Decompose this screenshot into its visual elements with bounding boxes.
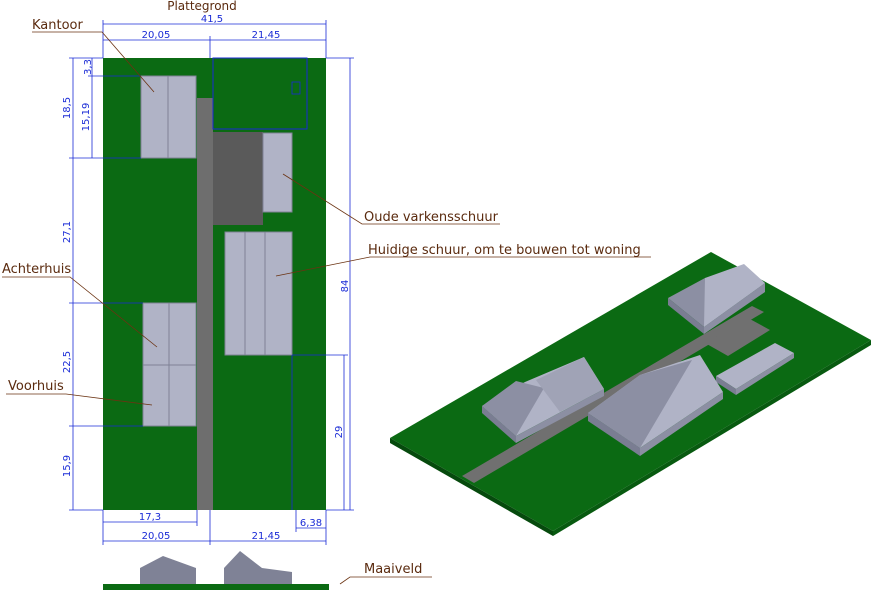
dim-top-right: 21,45 (252, 30, 281, 41)
iso-woonhuis (482, 357, 604, 443)
woonhuis-building (142, 302, 197, 427)
maaiveld-ground (103, 584, 329, 590)
yard-paving (213, 132, 263, 225)
isometric-view (390, 252, 871, 536)
driveway (197, 98, 213, 510)
plan-view: 41,5 20,05 21,45 17,3 20,05 21,45 6,38 (2, 14, 651, 545)
dim-left-22-5: 22,5 (62, 351, 73, 373)
dim-bottom-inner-right: 6,38 (300, 518, 322, 529)
dim-bottom-left: 20,05 (142, 531, 171, 542)
iso-oude-varkensschuur (716, 343, 794, 395)
dim-left-15-19: 15,19 (81, 103, 92, 132)
dim-height-total: 84 (340, 280, 351, 293)
leader-lines (2, 31, 651, 406)
dim-left-3-3: 3,3 (83, 59, 94, 75)
label-voorhuis: Voorhuis (8, 379, 64, 394)
dim-top-left: 20,05 (142, 30, 171, 41)
kantoor-building (140, 75, 197, 159)
plot-grass (103, 58, 326, 510)
section-building-left (140, 556, 196, 584)
label-achterhuis: Achterhuis (2, 262, 71, 277)
dim-left-15-9: 15,9 (62, 455, 73, 477)
left-dimensions: 3,3 15,19 18,5 27,1 22,5 15,9 (62, 57, 143, 511)
dim-total-width: 41,5 (201, 14, 223, 25)
dim-bottom-right: 21,45 (252, 531, 281, 542)
top-dimensions: 41,5 20,05 21,45 (102, 14, 327, 58)
iso-driveway (462, 306, 764, 483)
dim-bottom-inner-left: 17,3 (139, 512, 161, 523)
huidige-schuur-building (224, 231, 293, 356)
dim-left-18-5: 18,5 (62, 97, 73, 119)
selection-marker (291, 81, 301, 95)
label-maaiveld: Maaiveld (364, 562, 422, 577)
section-view: Maaiveld (103, 551, 432, 590)
selected-area-outline (212, 57, 308, 130)
dim-left-27-1: 27,1 (62, 221, 73, 243)
iso-huidige-schuur (588, 355, 723, 456)
oude-varkensschuur-building (262, 132, 293, 213)
label-kantoor: Kantoor (32, 18, 84, 33)
iso-kantoor (668, 264, 765, 334)
section-building-right (224, 551, 292, 584)
iso-yard (705, 318, 770, 356)
label-huidige-schuur: Huidige schuur, om te bouwen tot woning (368, 243, 641, 258)
right-dimensions: 84 29 (291, 57, 354, 511)
dim-right-29: 29 (334, 426, 345, 439)
label-oude-varkensschuur: Oude varkensschuur (364, 210, 499, 225)
bottom-dimensions: 17,3 20,05 21,45 6,38 (102, 510, 327, 545)
plan-title: Plattegrond (167, 0, 237, 13)
